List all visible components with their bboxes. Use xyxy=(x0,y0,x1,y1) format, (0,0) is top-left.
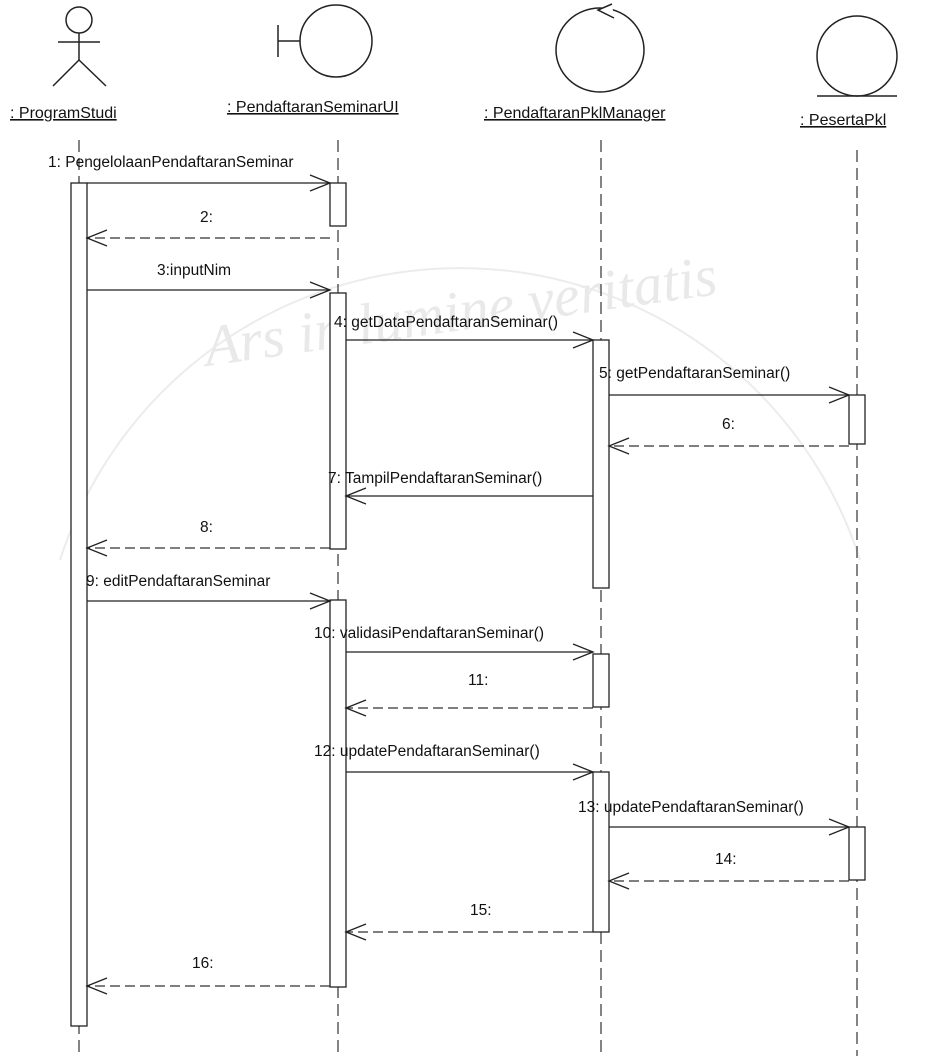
message-8: 8: xyxy=(85,519,330,557)
message-13: 13: updatePendaftaranSeminar() xyxy=(578,799,851,836)
message-label-12: 12: updatePendaftaranSeminar() xyxy=(314,743,540,760)
message-15: 15: xyxy=(344,902,593,941)
message-1: 1: PengelolaanPendaftaranSeminar xyxy=(48,154,332,192)
message-10: 10: validasiPendaftaranSeminar() xyxy=(314,625,595,661)
boundary-icon xyxy=(277,4,373,78)
message-label-7: 7: TampilPendaftaranSeminar() xyxy=(328,470,542,487)
watermark-text: Ars in lumine veritatis xyxy=(196,243,721,380)
activation-manager-1 xyxy=(592,339,610,589)
message-label-6: 6: xyxy=(722,416,735,433)
activation-programstudi xyxy=(70,182,88,1027)
activation-ui-3 xyxy=(329,599,347,988)
activation-manager-2 xyxy=(592,653,610,708)
participant-label-manager: : PendaftaranPklManager xyxy=(484,105,666,122)
message-label-1: 1: PengelolaanPendaftaranSeminar xyxy=(48,154,294,171)
actor-icon xyxy=(52,6,107,87)
activation-ui-1 xyxy=(329,182,347,227)
message-2: 2: xyxy=(85,209,330,247)
message-label-13: 13: updatePendaftaranSeminar() xyxy=(578,799,804,816)
message-label-2: 2: xyxy=(200,209,213,226)
message-label-8: 8: xyxy=(200,519,213,536)
message-label-11: 11: xyxy=(468,672,488,689)
entity-icon xyxy=(816,15,898,97)
message-label-5: 5: getPendaftaranSeminar() xyxy=(599,365,790,382)
message-label-4: 4: getDataPendaftaranSeminar() xyxy=(334,314,558,331)
message-7: 7: TampilPendaftaranSeminar() xyxy=(328,470,593,505)
message-4: 4: getDataPendaftaranSeminar() xyxy=(334,314,595,349)
activation-entity-2 xyxy=(848,826,866,881)
message-label-9: 9: editPendaftaranSeminar xyxy=(86,573,270,590)
participant-label-ui: : PendaftaranSeminarUI xyxy=(227,99,399,116)
message-14: 14: xyxy=(607,851,849,890)
control-icon xyxy=(555,3,645,93)
participant-label-entity: : PesertaPkl xyxy=(800,112,886,129)
message-12: 12: updatePendaftaranSeminar() xyxy=(314,743,595,781)
message-label-3: 3:inputNim xyxy=(157,262,231,279)
message-9: 9: editPendaftaranSeminar xyxy=(86,573,332,610)
activation-manager-3 xyxy=(592,771,610,933)
message-11: 11: xyxy=(344,672,593,717)
message-label-14: 14: xyxy=(715,851,737,868)
message-6: 6: xyxy=(607,416,849,455)
message-label-15: 15: xyxy=(470,902,492,919)
message-16: 16: xyxy=(85,955,330,995)
activation-ui-2 xyxy=(329,292,347,550)
message-3: 3:inputNim xyxy=(87,262,332,299)
message-label-16: 16: xyxy=(192,955,214,972)
message-5: 5: getPendaftaranSeminar() xyxy=(599,365,851,404)
activation-entity-1 xyxy=(848,394,866,445)
participant-label-programstudi: : ProgramStudi xyxy=(10,105,117,122)
message-label-10: 10: validasiPendaftaranSeminar() xyxy=(314,625,544,642)
